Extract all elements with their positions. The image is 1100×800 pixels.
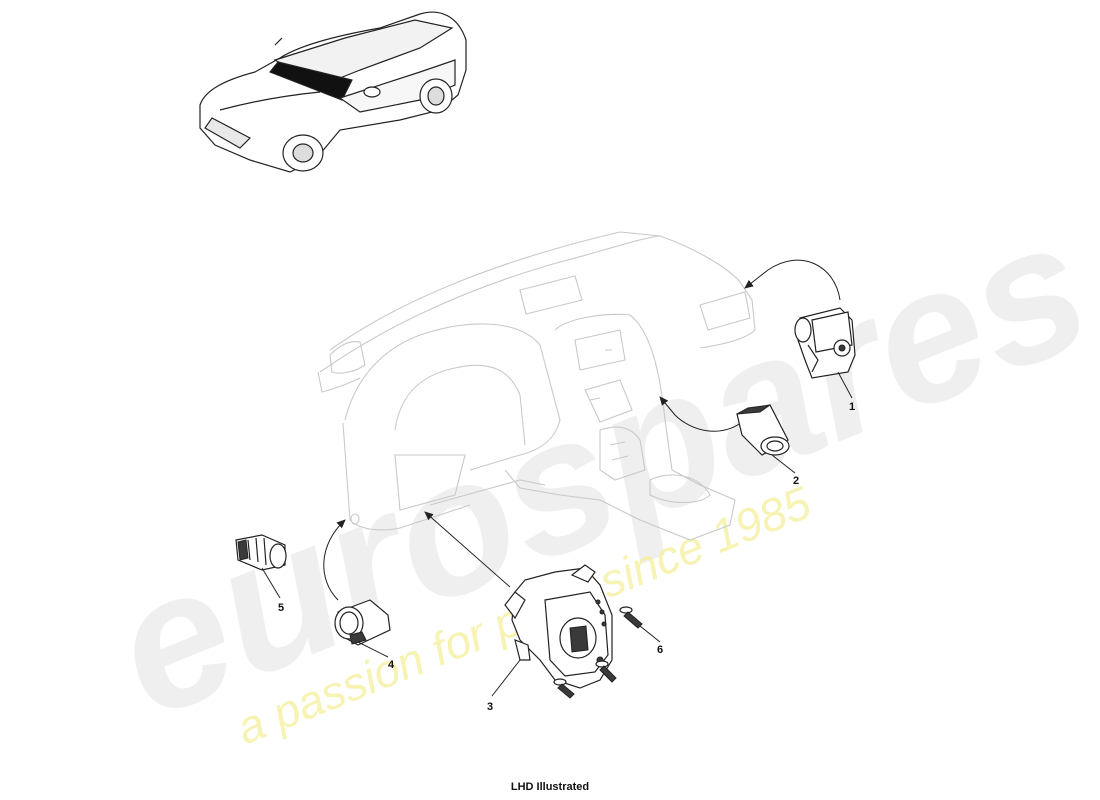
callout-2: 2 [793,475,799,487]
callout-3: 3 [487,701,493,713]
part-4-knob [334,599,391,646]
arrow-part-2 [659,396,746,432]
part-1-switch [794,307,856,379]
dashboard-outline [317,231,756,541]
arrow-part-4 [323,519,346,601]
part-2-switch [736,404,790,456]
assembly-arrows [323,259,841,601]
callout-labels: 1 2 3 4 5 6 [278,401,855,713]
callout-4: 4 [388,659,395,671]
callout-6: 6 [657,644,663,656]
part-3-headlamp-switch [504,564,613,689]
screw-3 [553,678,575,699]
car-thumbnail [199,11,467,173]
callout-5: 5 [278,602,284,614]
part-5-switch [235,534,287,571]
part-6-screws [553,606,643,699]
diagram-caption: LHD Illustrated [510,781,590,793]
arrow-part-3 [424,511,511,588]
callout-leaders [261,371,853,697]
screw-2 [595,660,617,683]
callout-1: 1 [849,401,855,413]
arrow-part-1 [744,259,841,301]
screw-1 [619,606,643,629]
